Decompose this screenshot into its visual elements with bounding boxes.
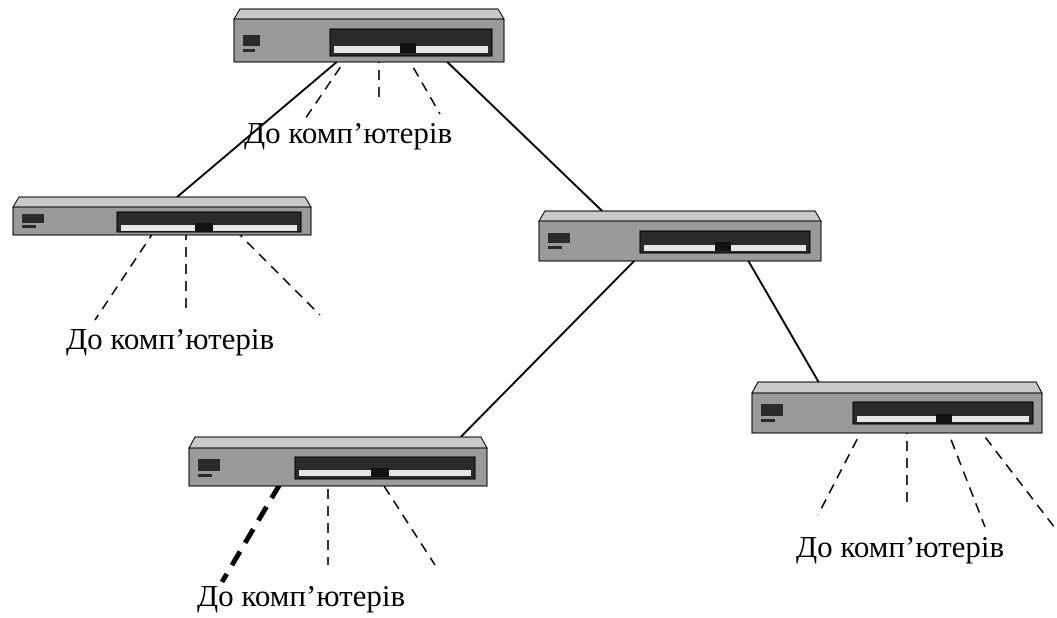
cable-top-1 [302, 52, 351, 123]
cable-right-4 [974, 423, 1056, 529]
uplink-port [400, 43, 416, 53]
uplink-port [715, 242, 731, 251]
status-led-panel [761, 404, 783, 416]
status-led-small [761, 419, 775, 422]
status-led-panel [198, 459, 220, 471]
hub-middle [538, 210, 822, 262]
status-led-small [22, 225, 36, 228]
hub-left [12, 196, 312, 236]
hub-top-face [233, 8, 505, 20]
uplink-lines [169, 54, 826, 459]
hub-bottom-label: До комп’ютерів [197, 578, 405, 613]
hub-right [751, 381, 1043, 434]
cable-right-1 [817, 423, 866, 516]
status-led-panel [243, 35, 260, 46]
hub-top [233, 8, 505, 63]
hub-bottom [188, 436, 488, 487]
status-led-small [548, 246, 562, 249]
uplink-port [936, 414, 952, 423]
status-led-panel [22, 214, 44, 223]
cable-right-3 [944, 423, 986, 528]
cable-bottom-3 [374, 471, 436, 566]
cable-left-1 [94, 229, 156, 321]
hub-right-label: До комп’ютерів [796, 529, 1004, 564]
hub-bottom-face [188, 436, 488, 449]
status-led-small [198, 474, 212, 477]
status-led-small [243, 49, 255, 52]
status-led-panel [548, 233, 570, 243]
uplink-port [371, 468, 389, 477]
cable-bottom-1-bold [219, 460, 296, 584]
computer-cables [94, 52, 1056, 566]
uplink-middle-to-right [741, 249, 826, 394]
uplink-top-to-left [169, 54, 346, 204]
uplink-port [195, 223, 213, 231]
hub-left-face [12, 196, 312, 208]
hub-middle-face [538, 210, 822, 222]
hub-top-label: До комп’ютерів [244, 115, 452, 150]
hub-right-face [751, 381, 1043, 394]
cable-left-3 [234, 229, 321, 316]
cable-top-3 [404, 52, 441, 115]
uplink-top-to-middle [439, 54, 626, 234]
uplink-middle-to-bottom [439, 249, 646, 459]
hub-left-label: До комп’ютерів [66, 321, 274, 356]
